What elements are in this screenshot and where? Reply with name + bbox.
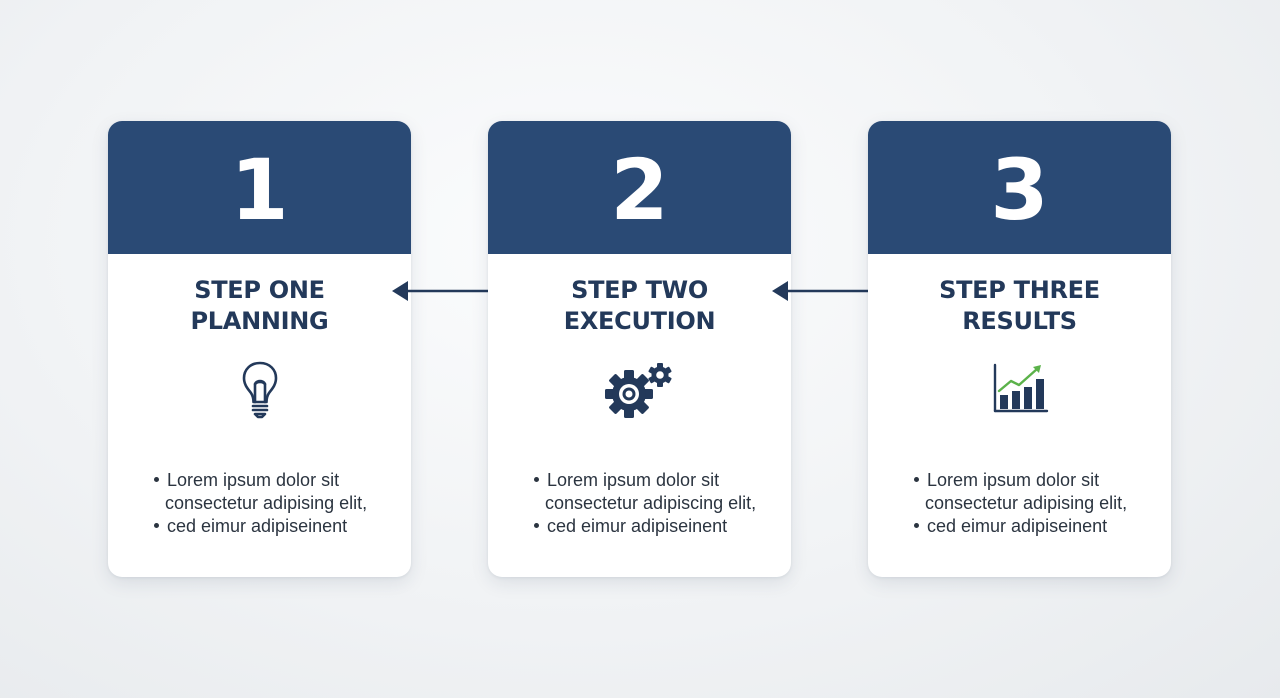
- bullet-item: ced eimur adipiseinent: [488, 515, 791, 538]
- step-bullets-1: Lorem ipsum dolor sit consectetur adipis…: [108, 469, 411, 538]
- step-header-3: 3: [868, 121, 1171, 254]
- step-title-line-2: EXECUTION: [563, 307, 716, 335]
- bullet-item: Lorem ipsum dolor sit: [868, 469, 1171, 492]
- step-title-line-1: STEP THREE: [939, 276, 1100, 304]
- gears-icon: [604, 363, 672, 418]
- step-card-1: 1 STEP ONE PLANNING Lorem ipsum dolor si…: [108, 121, 411, 577]
- step-bullets-3: Lorem ipsum dolor sit consectetur adipis…: [868, 469, 1171, 538]
- step-title-line-1: STEP ONE: [194, 276, 325, 304]
- growth-chart-icon: [993, 363, 1048, 413]
- bullet-item: consectetur adipising elit,: [925, 493, 1128, 513]
- bullet-item: consectetur adipising elit,: [165, 493, 368, 513]
- step-title-line-1: STEP TWO: [571, 276, 708, 304]
- bullet-item: Lorem ipsum dolor sit: [488, 469, 791, 492]
- bullet-item: consectetur adipiscing elit,: [545, 493, 757, 513]
- step-number-2: 2: [610, 140, 669, 239]
- step-header-1: 1: [108, 121, 411, 254]
- step-card-2: 2 STEP TWO EXECUTION: [488, 121, 791, 577]
- step-title-line-2: RESULTS: [962, 307, 1077, 335]
- bullet-item: ced eimur adipiseinent: [108, 515, 411, 538]
- step-number-3: 3: [990, 140, 1049, 239]
- step-card-3: 3 STEP THREE RESULTS Lorem ipsum dolor s…: [868, 121, 1171, 577]
- step-title-2: STEP TWO EXECUTION: [488, 275, 791, 337]
- step-number-1: 1: [230, 140, 289, 239]
- step-bullets-2: Lorem ipsum dolor sit consectetur adipis…: [488, 469, 791, 538]
- bullet-item: ced eimur adipiseinent: [868, 515, 1171, 538]
- step-title-3: STEP THREE RESULTS: [868, 275, 1171, 337]
- bullet-item: Lorem ipsum dolor sit: [108, 469, 411, 492]
- lightbulb-icon: [242, 361, 277, 419]
- step-title-1: STEP ONE PLANNING: [108, 275, 411, 337]
- step-header-2: 2: [488, 121, 791, 254]
- step-title-line-2: PLANNING: [190, 307, 329, 335]
